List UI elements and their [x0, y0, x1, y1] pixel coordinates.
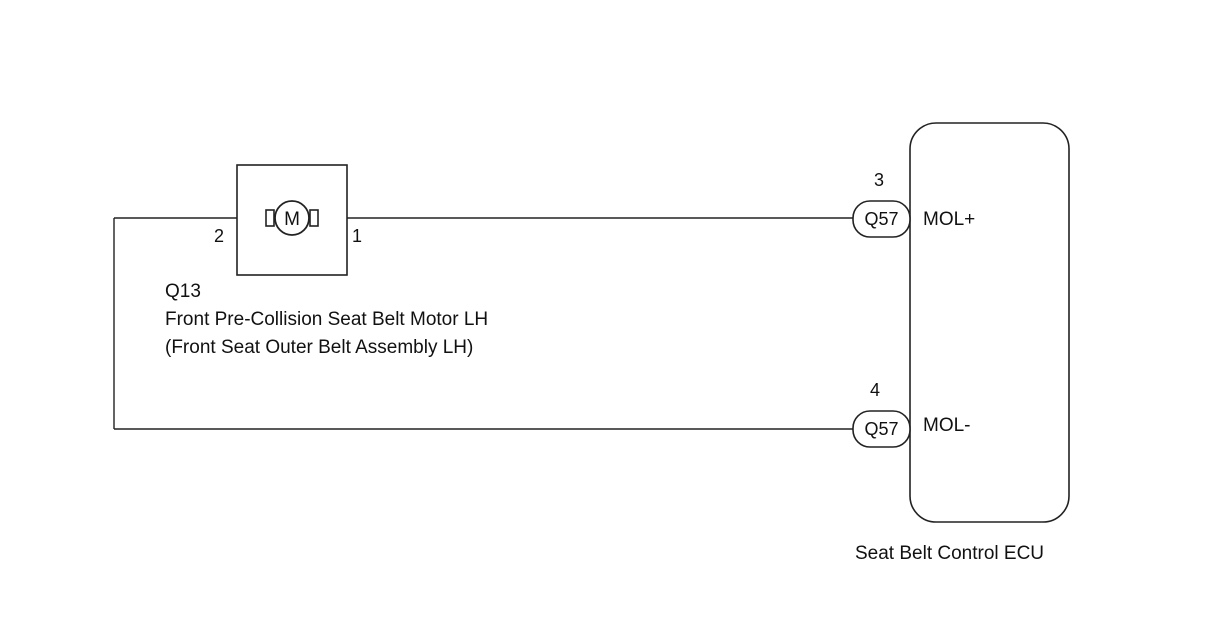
- motor-pin-2: 2: [214, 226, 224, 246]
- ecu-box: [909, 122, 1070, 523]
- connector-id: Q57: [864, 209, 898, 229]
- connector-id: Q57: [864, 419, 898, 439]
- terminal-signal: MOL-: [923, 415, 971, 436]
- motor-pin-1: 1: [352, 226, 362, 246]
- connector-badge: [852, 200, 911, 238]
- motor-name: Front Pre-Collision Seat Belt Motor LH: [165, 309, 488, 330]
- motor-connector-id: Q13: [165, 281, 201, 302]
- ecu-terminal-mol-minus: 4 Q57 MOL-: [852, 380, 971, 448]
- ecu-terminal-mol-plus: 3 Q57 MOL+: [852, 170, 975, 238]
- motor-icon: M: [265, 200, 319, 236]
- ecu-component: Seat Belt Control ECU: [855, 122, 1070, 564]
- motor-symbol: M: [284, 209, 300, 230]
- connector-badge: [852, 410, 911, 448]
- motor-component: M 2 1: [214, 164, 362, 276]
- motor-assembly: (Front Seat Outer Belt Assembly LH): [165, 337, 473, 358]
- ecu-name: Seat Belt Control ECU: [855, 543, 1044, 564]
- terminal-pin-number: 3: [874, 170, 884, 190]
- motor-box: [236, 164, 348, 276]
- terminal-signal: MOL+: [923, 209, 975, 230]
- motor-labels: Q13 Front Pre-Collision Seat Belt Motor …: [165, 281, 488, 358]
- terminal-pin-number: 4: [870, 380, 880, 400]
